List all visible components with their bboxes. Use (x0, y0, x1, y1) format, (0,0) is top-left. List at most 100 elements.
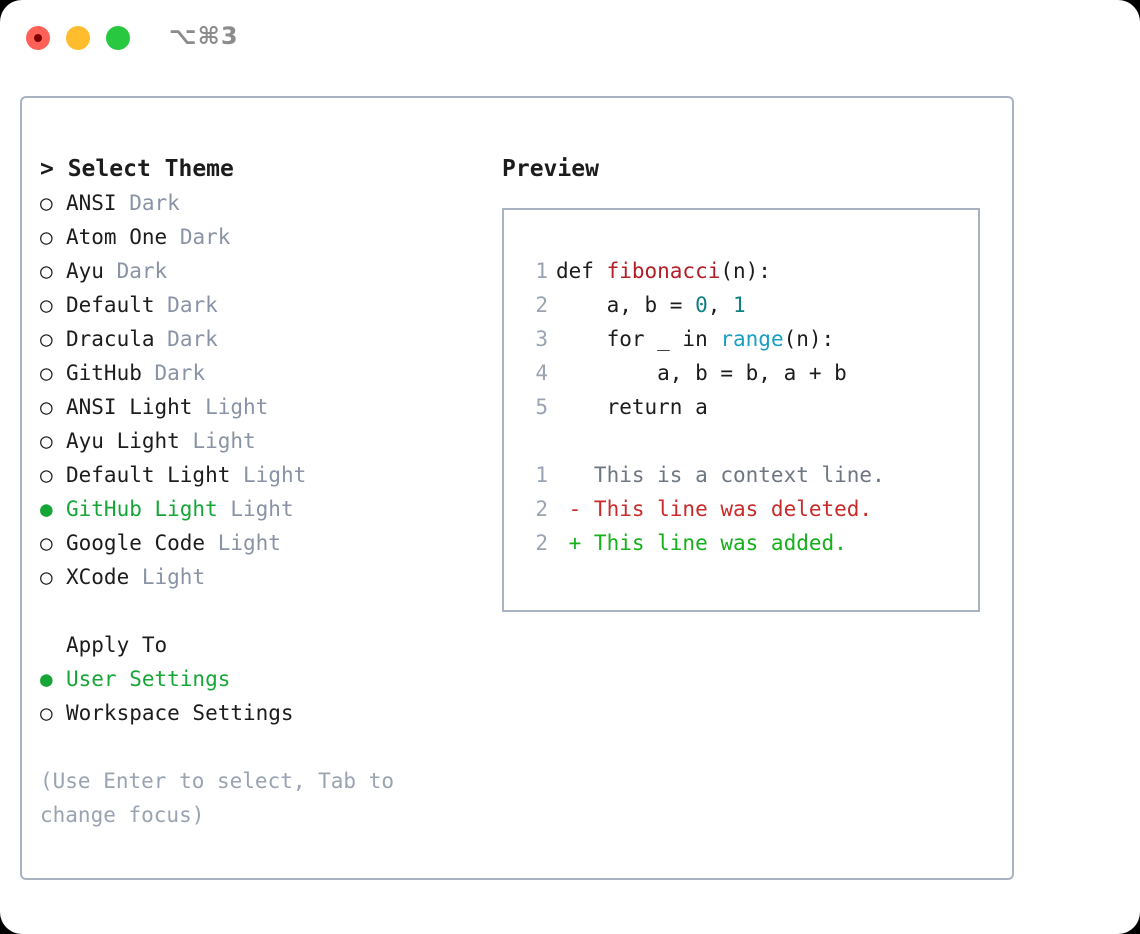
code-line: 1 def fibonacci(n): (504, 254, 978, 288)
code-token-call: range (720, 327, 784, 351)
theme-option-ayu-light[interactable]: ○Ayu Light Light (40, 424, 480, 458)
apply-to-heading: Apply To (66, 633, 168, 657)
theme-option-label: XCode (66, 565, 130, 589)
main-panel: > Select Theme ○ANSI Dark○Atom One Dark○… (20, 96, 1014, 880)
theme-option-label: Default (66, 293, 155, 317)
radio-unselected-icon: ○ (40, 463, 53, 487)
radio-unselected-icon: ○ (40, 701, 53, 725)
theme-option-google-code[interactable]: ○ Google Code Light (40, 526, 480, 560)
code-token-num: 1 (733, 293, 746, 317)
radio-unselected-icon: ○ (40, 565, 53, 589)
theme-option-label: Default Light (66, 463, 231, 487)
theme-picker-column: > Select Theme ○ANSI Dark○Atom One Dark○… (40, 152, 480, 832)
theme-option-label: GitHub (66, 361, 142, 385)
diff-sample: 1 This is a context line.2 - This line w… (504, 458, 978, 560)
theme-option-xcode[interactable]: ○ XCode Light (40, 560, 480, 594)
theme-option-ansi-light[interactable]: ○ANSI Light Light (40, 390, 480, 424)
line-number: 3 (535, 327, 548, 351)
code-diff-spacer (504, 424, 978, 458)
theme-option-label: Dracula (66, 327, 155, 351)
theme-option-default-light[interactable]: ○ Default Light Light (40, 458, 480, 492)
theme-option-label: Google Code (66, 531, 206, 555)
theme-option-tag: Dark (116, 259, 168, 283)
minimize-button[interactable] (66, 26, 90, 50)
theme-option-ayu[interactable]: ○ Ayu Dark (40, 254, 480, 288)
theme-option-tag: Dark (167, 327, 218, 351)
theme-option-tag: Dark (179, 225, 231, 249)
code-token-plain: , (707, 293, 734, 317)
code-token-num: 0 (695, 293, 708, 317)
theme-option-tag: Dark (129, 191, 180, 215)
title-bar: ⌥⌘3 (0, 0, 1140, 78)
theme-option-atom-one[interactable]: ○ Atom One Dark (40, 220, 480, 254)
radio-unselected-icon: ○ (40, 395, 53, 419)
code-token-fn: fibonacci (606, 259, 721, 283)
preview-heading: Preview (502, 156, 599, 182)
radio-unselected-icon: ○ (40, 429, 53, 453)
diff-line-text: + This line was added. (556, 531, 847, 555)
line-number: 2 (535, 293, 548, 317)
apply-to-option-label: User Settings (66, 667, 231, 691)
apply-to-option-workspace-settings[interactable]: ○Workspace Settings (40, 696, 480, 730)
theme-option-dracula[interactable]: ○ Dracula Dark (40, 322, 480, 356)
theme-option-label: Atom One (66, 225, 168, 249)
theme-option-tag: Dark (167, 293, 218, 317)
theme-option-tag: Light (243, 463, 307, 487)
code-token-plain: (n): (783, 327, 835, 351)
theme-option-tag: Dark (154, 361, 206, 385)
theme-option-tag: Light (192, 429, 256, 453)
radio-unselected-icon: ○ (40, 361, 53, 385)
radio-unselected-icon: ○ (40, 293, 53, 317)
radio-unselected-icon: ○ (40, 225, 53, 249)
theme-option-ansi[interactable]: ○ANSI Dark (40, 186, 480, 220)
line-number: 1 (535, 259, 548, 283)
radio-selected-icon: ● (40, 667, 53, 691)
code-line: 4 a, b = b, a + b (504, 356, 978, 390)
apply-to-list: ● User Settings ○Workspace Settings (40, 662, 480, 730)
theme-option-github[interactable]: ○ GitHub Dark (40, 356, 480, 390)
line-number: 5 (535, 395, 548, 419)
theme-option-tag: Light (217, 531, 281, 555)
line-number: 2 (535, 497, 548, 521)
theme-list: ○ANSI Dark○Atom One Dark○Ayu Dark○Defaul… (40, 186, 480, 594)
theme-option-label: ANSI (66, 191, 117, 215)
cursor-indicator: > (40, 156, 68, 182)
select-theme-label: Select Theme (67, 156, 234, 182)
theme-option-tag: Light (141, 565, 206, 589)
diff-line-del: 2 - This line was deleted. (504, 492, 978, 526)
theme-option-label: ANSI Light (66, 395, 193, 419)
code-token-plain: (n): (720, 259, 771, 283)
code-token-plain: a, b = (556, 293, 696, 317)
keyboard-shortcut-label: ⌥⌘3 (169, 22, 239, 50)
code-token-plain: a, b = b, a + b (556, 361, 847, 385)
theme-option-label: Ayu (66, 259, 104, 283)
theme-option-default[interactable]: ○ Default Dark (40, 288, 480, 322)
diff-line-text: - This line was deleted. (556, 497, 873, 521)
close-button[interactable] (26, 26, 50, 50)
radio-unselected-icon: ○ (40, 259, 53, 283)
keyboard-hint: (Use Enter to select, Tab to change focu… (40, 769, 395, 827)
diff-line-add: 2 + This line was added. (504, 526, 978, 560)
select-theme-heading: > Select Theme (40, 152, 480, 186)
code-token-plain: for _ in (556, 327, 721, 351)
theme-option-github-light[interactable]: ●GitHub Light Light (40, 492, 480, 526)
code-token-plain: def (556, 259, 607, 283)
code-token-plain: return a (556, 395, 708, 419)
line-number: 1 (535, 463, 548, 487)
radio-unselected-icon: ○ (40, 531, 53, 555)
radio-selected-icon: ● (40, 497, 53, 521)
maximize-button[interactable] (106, 26, 130, 50)
line-number: 4 (535, 361, 548, 385)
radio-unselected-icon: ○ (40, 327, 53, 351)
list-spacer (40, 594, 480, 628)
theme-option-tag: Light (230, 497, 294, 521)
window-controls (26, 26, 130, 50)
diff-line-context: 1 This is a context line. (504, 458, 978, 492)
code-line: 5 return a (504, 390, 978, 424)
line-number: 2 (535, 531, 548, 555)
apply-to-option-user-settings[interactable]: ● User Settings (40, 662, 480, 696)
diff-line-text: This is a context line. (556, 463, 885, 487)
